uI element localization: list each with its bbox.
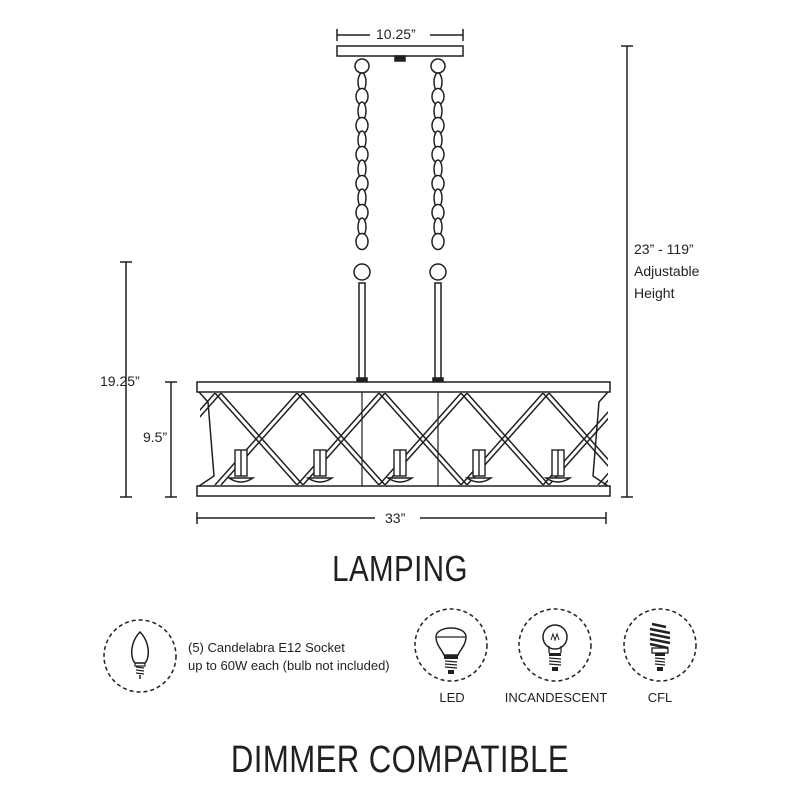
chain-ring-top [430,58,446,74]
candle-sockets [226,449,573,483]
bobeche [543,477,573,483]
led-bulb-icon [414,608,488,682]
overall-width-label: 33” [385,510,406,526]
bulb-label-cfl: CFL [647,690,673,705]
chain-left [353,58,371,281]
dimmer-compatible-title: DIMMER COMPATIBLE [230,739,570,781]
adjustable-height-range-label: 23” - 119” [634,241,694,257]
canopy [336,45,464,62]
chain-ring-bottom [429,263,447,281]
candelabra-bulb-icon [103,619,177,693]
canopy-dimension-line [336,29,464,41]
socket-info-line1: (5) Candelabra E12 Socket [188,640,345,655]
bobeche [464,477,494,483]
chain-ring-top [354,58,370,74]
downrods [356,282,444,384]
incandescent-bulb-icon [518,608,592,682]
canopy-width-label: 10.25” [376,26,416,42]
bulb-label-incandescent: INCANDESCENT [504,690,608,705]
body-height-label: 9.5” [143,429,168,445]
socket-info: (5) Candelabra E12 Socket up to 60W each… [188,639,390,675]
socket-info-line2: up to 60W each (bulb not included) [188,658,390,673]
lamping-title: LAMPING [332,548,468,589]
fixture-height-label: 19.25” [100,373,140,389]
chain-right [429,58,447,281]
adjustable-height-label-line3: Height [634,285,675,301]
bobeche [385,477,415,483]
fixture-height-dimension-line [120,261,132,498]
adjustable-height-label: Adjustable [634,263,700,279]
bulb-label-led: LED [439,690,465,705]
chain-link [355,232,369,251]
chain-ring-bottom [353,263,371,281]
chain-link [431,232,445,251]
cfl-bulb-icon [623,608,697,682]
body-height-dimension-line [165,381,177,498]
fixture-frame [196,381,611,497]
adjustable-height-dimension-line [621,45,633,498]
width-dimension-line [196,512,607,524]
bobeche [226,477,256,483]
bobeche [305,477,335,483]
